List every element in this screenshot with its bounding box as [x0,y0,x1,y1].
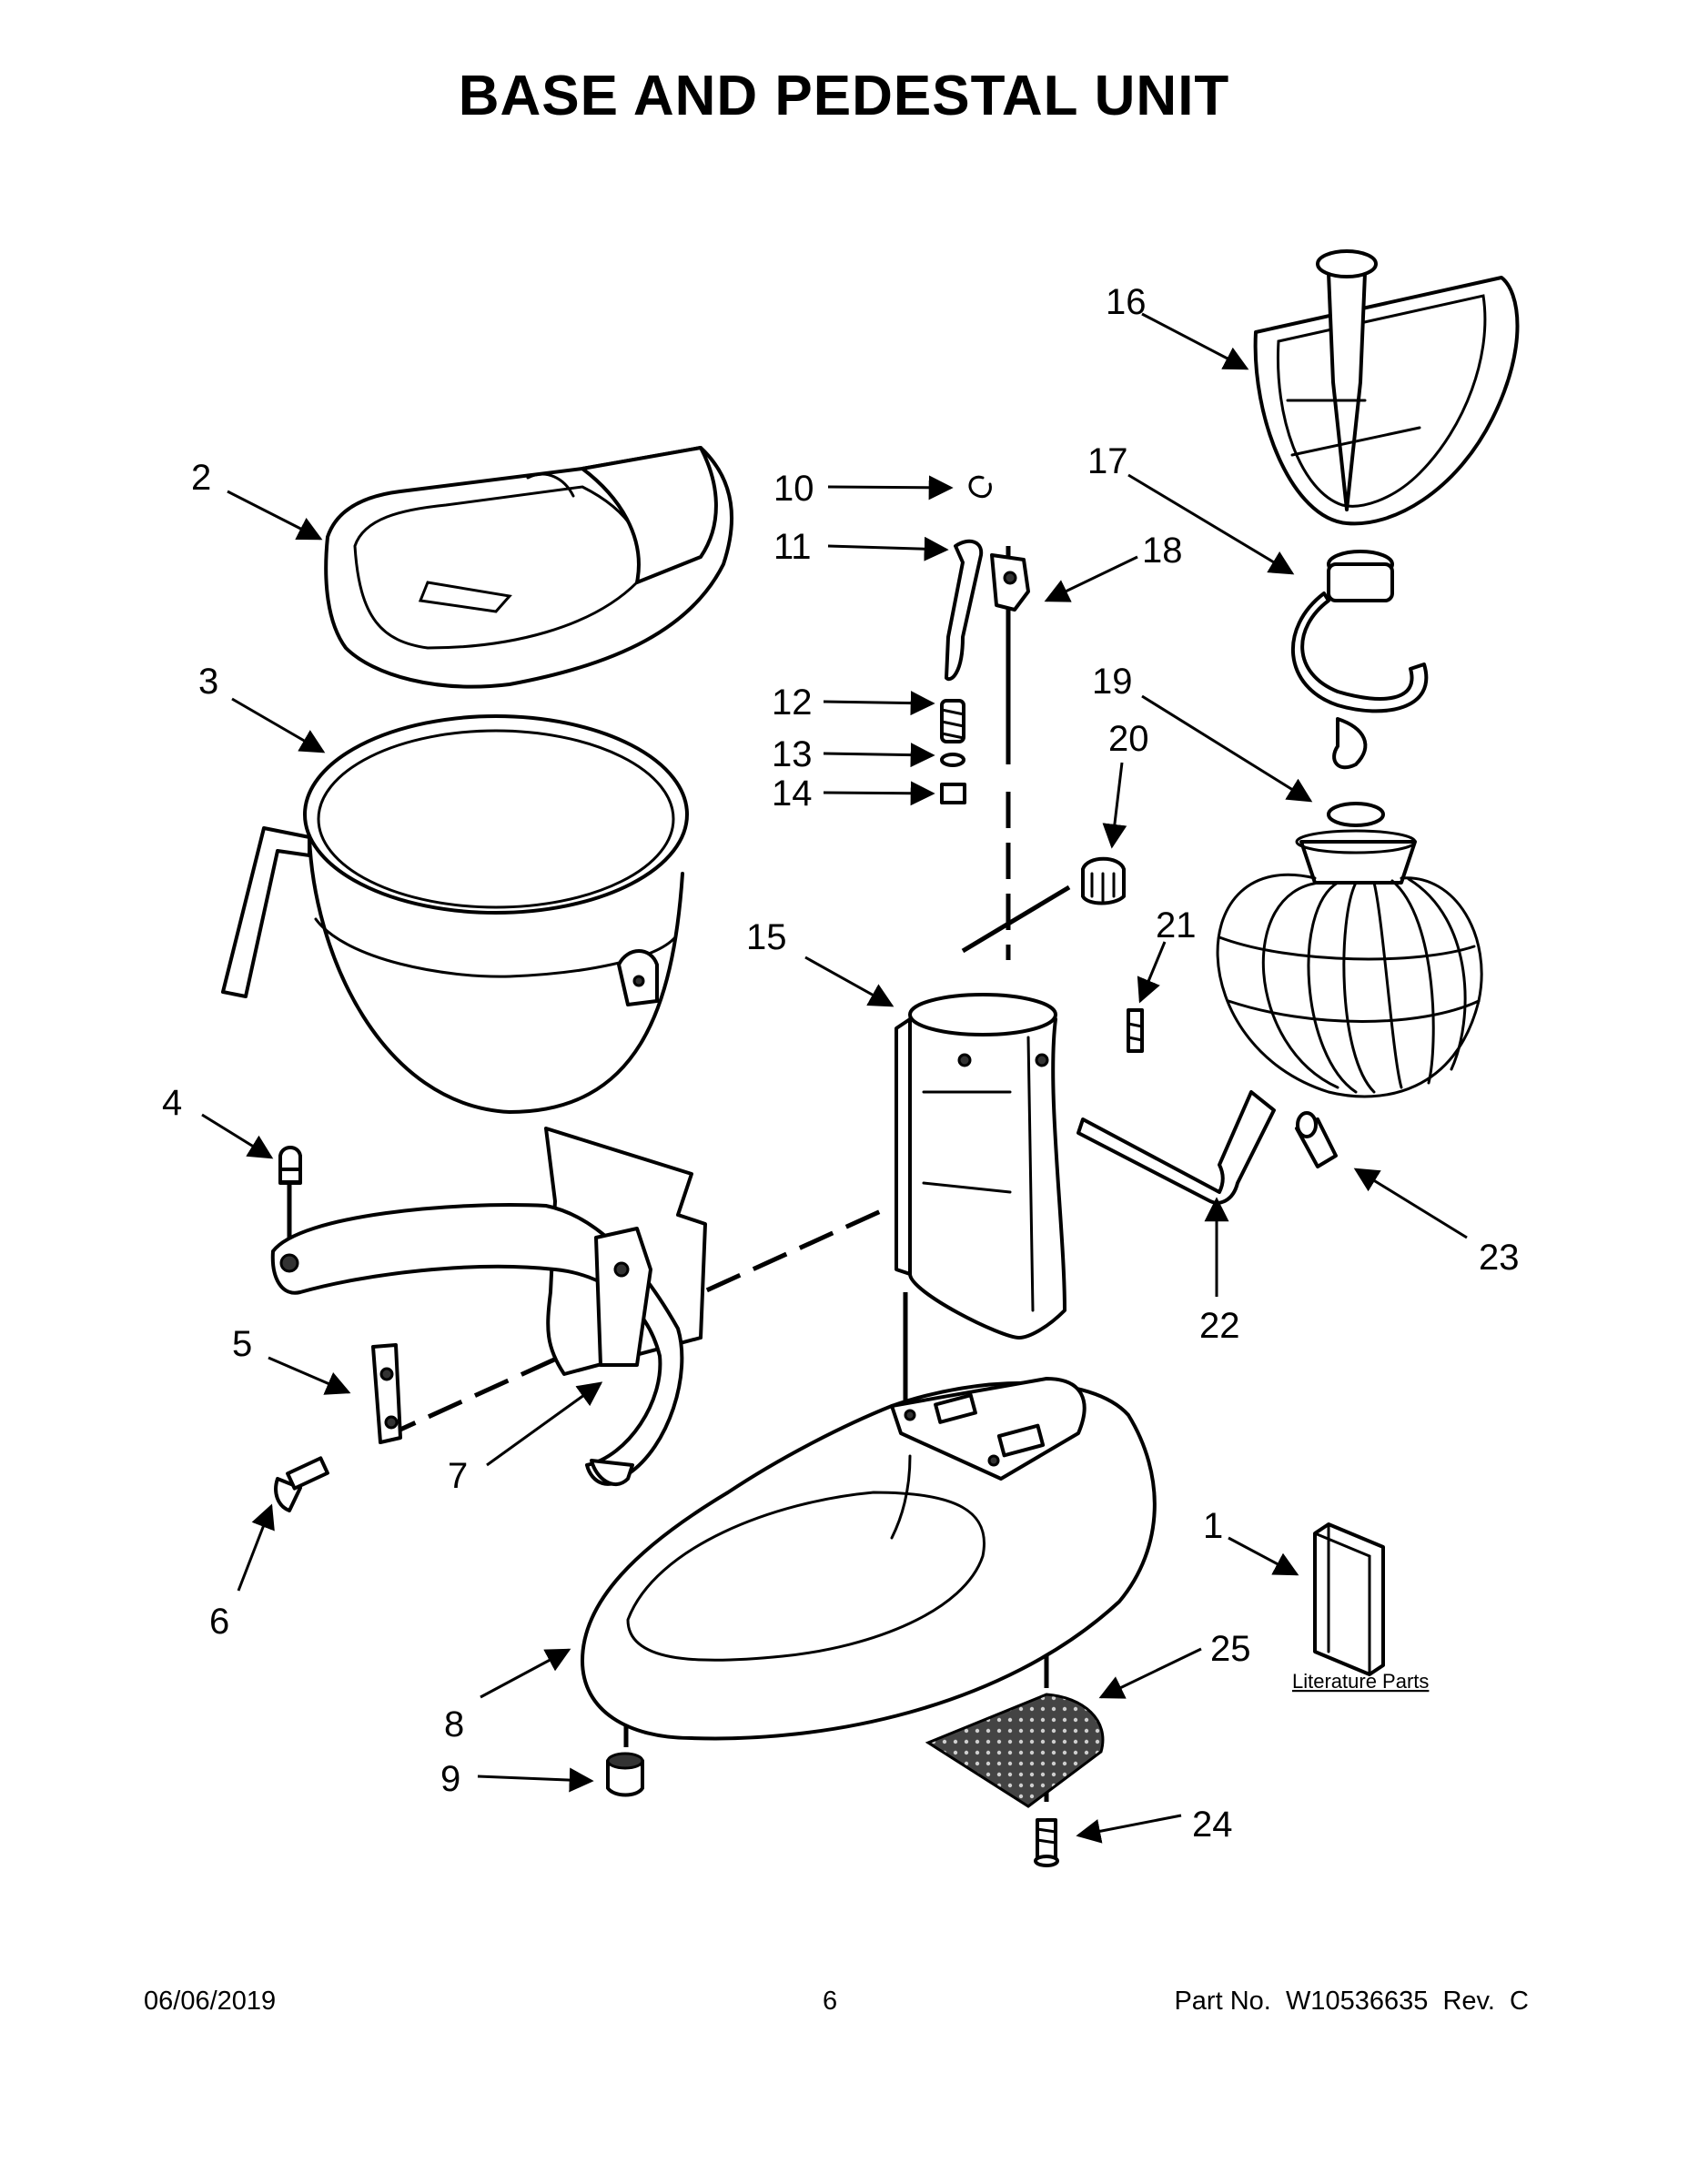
pin-gear [1081,856,1126,905]
callout-7: 7 [448,1456,468,1496]
mixer-base [581,1377,1157,1741]
callout-19: 19 [1092,662,1133,702]
callout-8: 8 [444,1704,464,1744]
callout-11: 11 [773,527,812,567]
callout-4: 4 [162,1083,182,1123]
dough-hook [1291,550,1429,770]
callout-15: 15 [746,917,787,957]
callout-25: 25 [1210,1629,1251,1669]
literature-parts-label: Literature Parts [1292,1670,1429,1693]
bowl-support-bracket [270,1127,707,1486]
washer [940,753,965,767]
hex-nut [940,783,966,804]
height-adjust-screw [945,539,984,682]
footer-date: 06/06/2019 [144,1987,277,2016]
crank-pin [1076,1090,1276,1205]
adjust-spring [940,699,965,743]
callout-21: 21 [1156,905,1197,945]
callout-2: 2 [191,458,211,498]
end-cap [1295,1111,1338,1168]
callout-20: 20 [1108,719,1149,759]
screw-bracket [274,1456,329,1512]
callout-12: 12 [772,682,813,723]
callout-18: 18 [1142,531,1183,571]
callout-1: 1 [1203,1506,1223,1546]
footer-page-number: 6 [823,1987,838,2016]
mixing-bowl [221,714,689,1114]
callout-5: 5 [232,1324,252,1364]
locating-pin [278,1146,302,1185]
pouring-shield [324,446,734,689]
footer-part-number: Part No. W10536635 Rev. C [1174,1987,1529,2016]
callout-23: 23 [1479,1238,1520,1278]
callout-10: 10 [773,469,814,509]
callout-24: 24 [1192,1805,1233,1845]
callout-17: 17 [1087,441,1128,481]
base-pad [925,1693,1105,1808]
wire-whip [1216,802,1483,1098]
callout-13: 13 [772,734,813,774]
rubber-foot [606,1752,644,1797]
base-screw [1034,1818,1059,1867]
callout-6: 6 [209,1602,229,1642]
set-screw [1127,1008,1144,1053]
retaining-clip [968,475,992,499]
callout-3: 3 [198,662,218,702]
page-title: BASE AND PEDESTAL UNIT [458,65,1230,127]
callout-numbers: 2 3 4 5 6 7 8 9 10 11 12 13 14 15 16 17 … [162,282,1520,1845]
pedestal-column [895,993,1066,1340]
callout-14: 14 [772,774,813,814]
literature-parts [1313,1522,1385,1676]
callout-9: 9 [440,1759,460,1799]
assembly-line-pin [961,885,1071,954]
leader-arrows [201,312,1468,1844]
lock-lever [990,553,1030,612]
callout-16: 16 [1106,282,1147,322]
clamp-plate [371,1343,402,1444]
flat-beater [1253,249,1520,526]
callout-22: 22 [1199,1306,1240,1346]
